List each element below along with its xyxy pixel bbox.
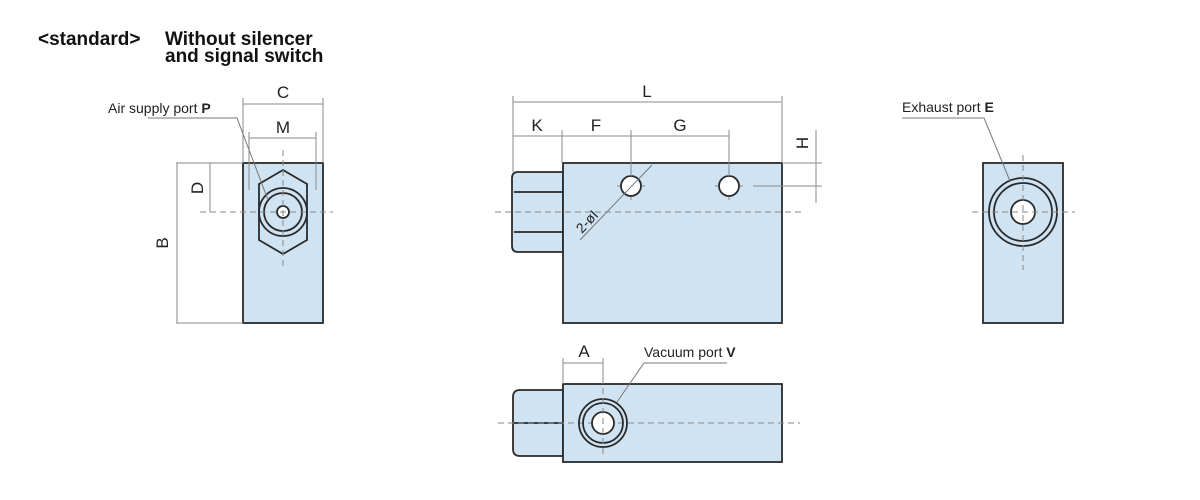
dim-label-l: L — [642, 82, 651, 101]
vacuum-port-label: Vacuum port V — [644, 344, 736, 360]
air-supply-port-letter: P — [201, 100, 210, 116]
dim-label-g: G — [673, 116, 686, 135]
title-line-2: and signal switch — [165, 46, 324, 67]
left-view: C M B D Air supply port P — [108, 83, 333, 324]
vacuum-leader-line — [616, 362, 727, 403]
exhaust-port-text: Exhaust port — [902, 99, 985, 115]
dim-label-c: C — [277, 83, 289, 102]
air-supply-port-label: Air supply port P — [108, 100, 211, 116]
bottom-view: A Vacuum port V — [498, 342, 800, 463]
holes-leader-line — [579, 164, 653, 241]
exhaust-leader-line — [902, 117, 1011, 182]
dim-label-m: M — [276, 118, 290, 137]
dim-label-f: F — [591, 116, 601, 135]
dim-label-h: H — [793, 137, 812, 149]
vacuum-port-text: Vacuum port — [644, 344, 726, 360]
front-view-body — [562, 162, 783, 324]
dim-label-b: B — [153, 237, 172, 248]
drawing-title: Without silencer and signal switch — [165, 29, 324, 67]
front-view: 2-øI L K F G H — [495, 82, 822, 324]
dim-label-a: A — [578, 342, 590, 361]
exhaust-port-letter: E — [985, 99, 994, 115]
variant-heading: <standard> — [38, 29, 141, 50]
title-line-1: Without silencer — [165, 29, 313, 50]
vacuum-port-letter: V — [726, 344, 736, 360]
air-supply-leader-line — [148, 117, 269, 201]
air-supply-port-text: Air supply port — [108, 100, 201, 116]
mounting-hole-2 — [718, 175, 740, 197]
right-view: Exhaust port E — [902, 99, 1075, 324]
dim-label-k: K — [531, 116, 543, 135]
dim-label-d: D — [188, 182, 207, 194]
exhaust-port-label: Exhaust port E — [902, 99, 994, 115]
